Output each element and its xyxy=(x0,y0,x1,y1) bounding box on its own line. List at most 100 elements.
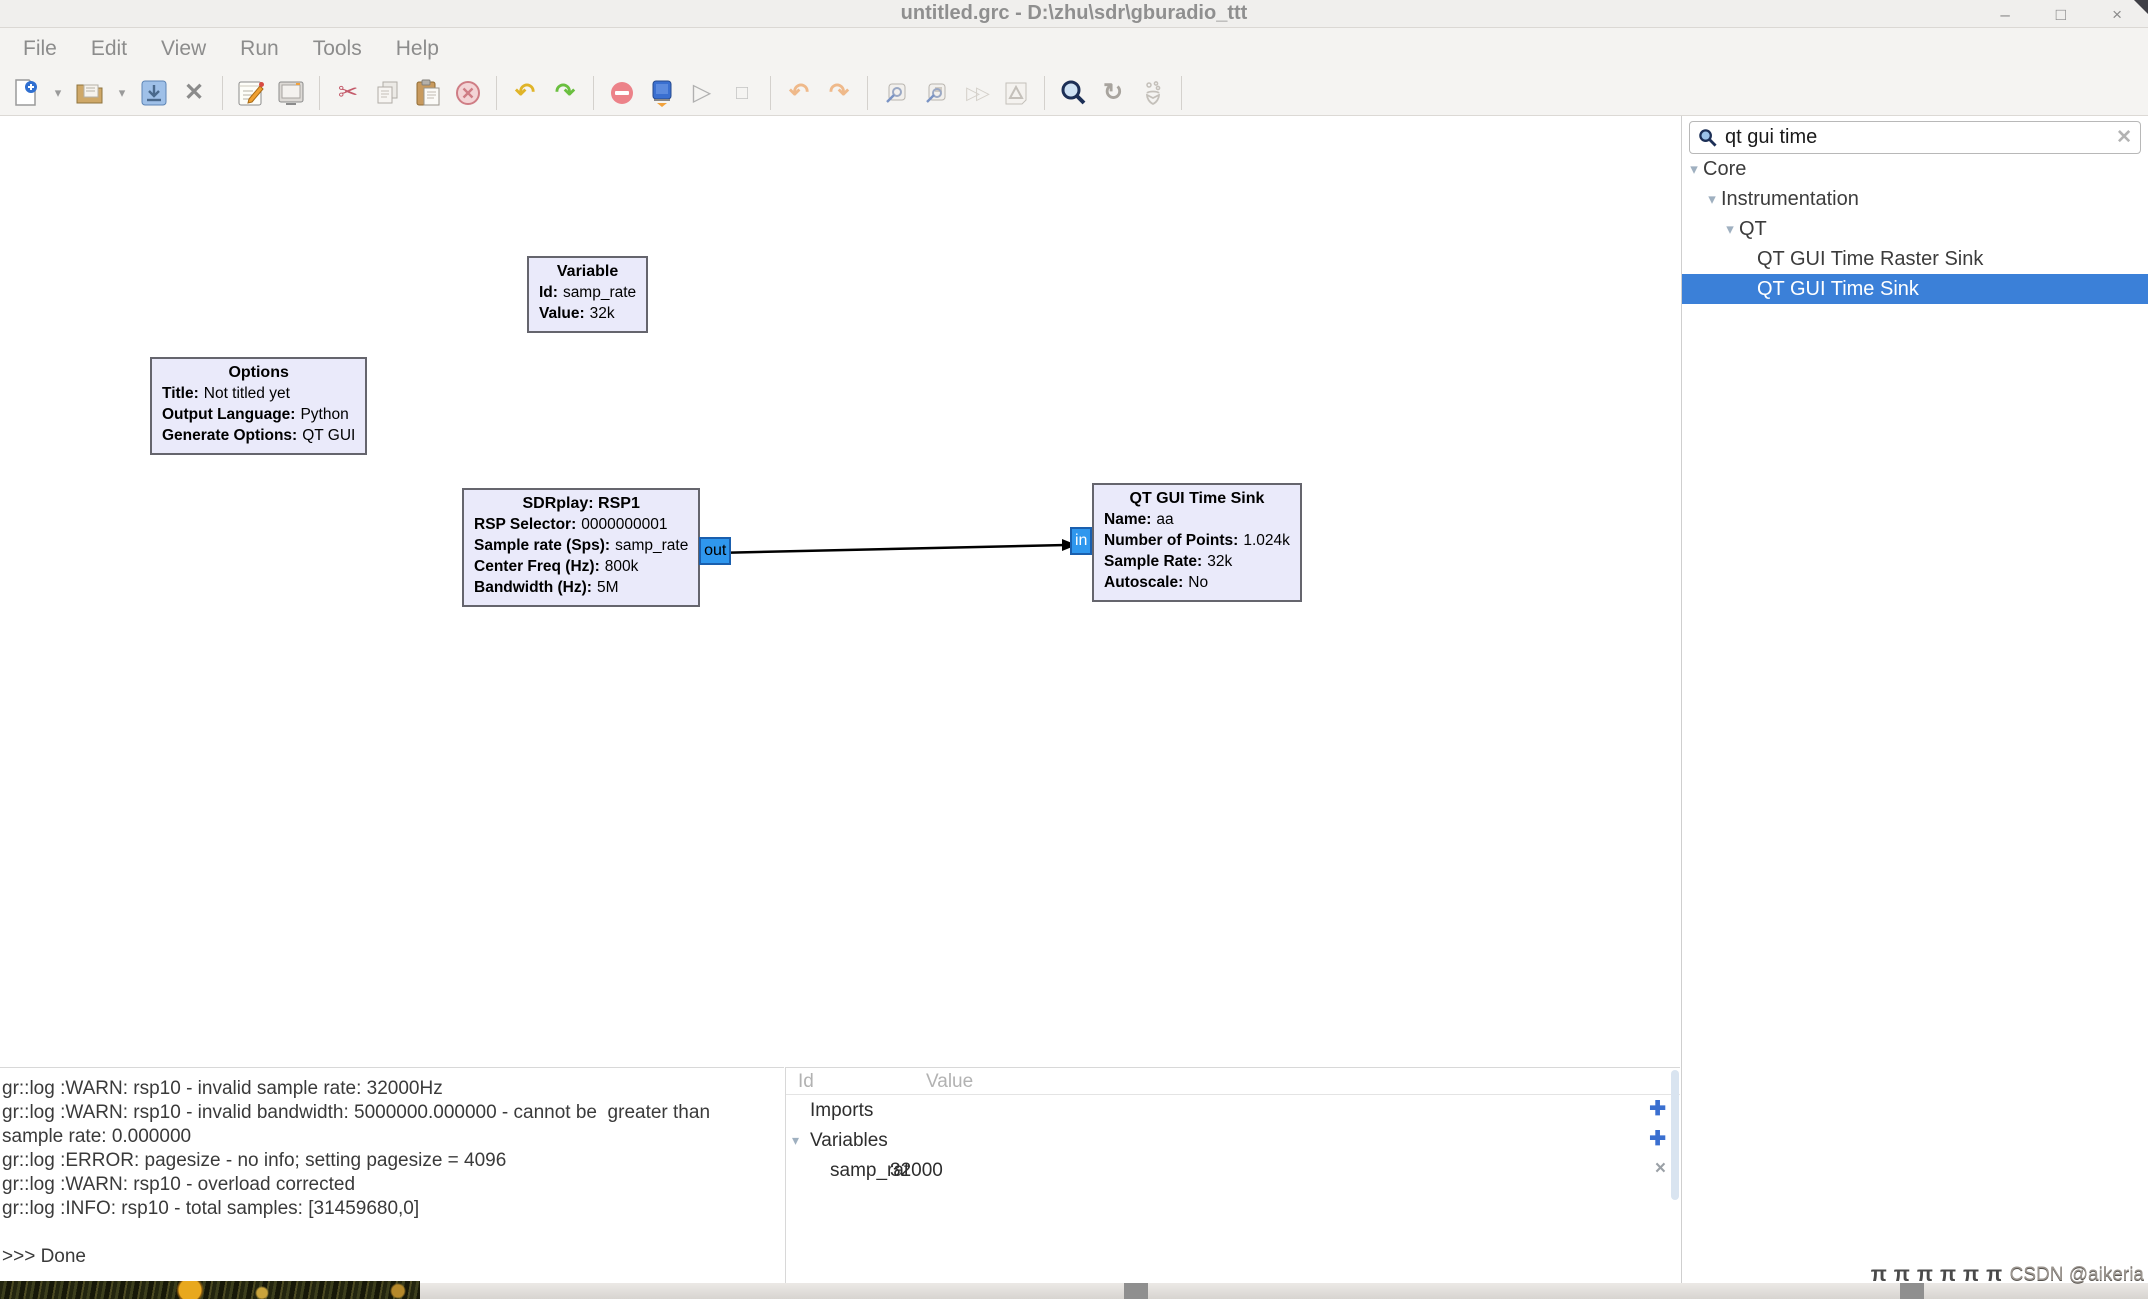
scrollbar-handle[interactable] xyxy=(1124,1283,1148,1299)
tree-item-core[interactable]: ▾ Core xyxy=(1682,154,2148,184)
scrollbar-thumb[interactable] xyxy=(1671,1070,1679,1200)
generate-flowgraph-icon[interactable] xyxy=(644,75,680,111)
out-port[interactable]: out xyxy=(699,537,732,565)
param-value: 5M xyxy=(596,579,619,596)
new-dropdown-icon[interactable]: ▾ xyxy=(54,84,62,100)
find-block-icon[interactable] xyxy=(1055,75,1091,111)
param-label: Bandwidth (Hz): xyxy=(474,579,592,596)
tree-item-qt[interactable]: ▾ QT xyxy=(1682,214,2148,244)
console-panel[interactable]: gr::log :WARN: rsp10 - invalid sample ra… xyxy=(0,1067,784,1283)
caret-down-icon[interactable]: ▾ xyxy=(1708,191,1716,208)
connection-wire[interactable] xyxy=(0,116,1680,1067)
tree-item-qt-gui-time-sink[interactable]: QT GUI Time Sink xyxy=(1682,274,2148,304)
block-param: Center Freq (Hz):800k xyxy=(474,556,688,577)
save-file-icon[interactable] xyxy=(136,75,172,111)
param-value: Not titled yet xyxy=(203,385,290,402)
kill-flowgraph-icon[interactable]: □ xyxy=(735,81,749,104)
close-button[interactable]: × xyxy=(2112,4,2122,24)
variables-row[interactable]: ▾ Variables ✚ xyxy=(786,1125,1680,1155)
console-line: gr::log :WARN: rsp10 - invalid bandwidth… xyxy=(2,1102,711,1123)
report-bug-icon[interactable] xyxy=(1135,75,1171,111)
redo-icon[interactable]: ↷ xyxy=(554,78,576,106)
block-param: Value:32k xyxy=(539,303,636,324)
zoom-out-icon[interactable] xyxy=(918,75,954,111)
caret-down-icon[interactable]: ▾ xyxy=(792,1132,800,1148)
maximize-button[interactable]: □ xyxy=(2055,4,2067,24)
remove-variable-icon[interactable]: × xyxy=(1654,1158,1666,1179)
scrollbar-handle[interactable] xyxy=(1900,1283,1924,1299)
new-file-icon[interactable] xyxy=(8,75,44,111)
console-line: sample rate: 0.000000 xyxy=(2,1126,192,1147)
caret-down-icon[interactable]: ▾ xyxy=(1690,161,1698,178)
variable-block[interactable]: Variable Id:samp_rate Value:32k xyxy=(527,256,649,333)
menu-file[interactable]: File xyxy=(23,37,57,60)
tree-label: QT GUI Time Sink xyxy=(1757,277,1919,300)
flowgraph-properties-icon[interactable] xyxy=(233,75,269,111)
toolbar-separator xyxy=(1181,75,1182,110)
block-title: SDRplay: RSP1 xyxy=(522,495,640,512)
search-input[interactable] xyxy=(1725,126,2117,149)
toolbar-separator xyxy=(1044,75,1045,110)
toolbar: ▾ ▾ ✕ ✂ ↶ ↷ xyxy=(0,70,2148,116)
open-file-icon[interactable] xyxy=(72,75,108,111)
tree-label: QT xyxy=(1739,217,1767,240)
block-param: Bandwidth (Hz):5M xyxy=(474,577,688,598)
screen-capture-icon[interactable] xyxy=(273,75,309,111)
menu-help[interactable]: Help xyxy=(395,37,439,60)
open-dropdown-icon[interactable]: ▾ xyxy=(118,84,126,100)
add-import-icon[interactable]: ✚ xyxy=(1649,1098,1666,1120)
block-warnings-icon[interactable] xyxy=(998,75,1034,111)
block-param: RSP Selector:0000000001 xyxy=(474,514,688,535)
window-controls: – □ × xyxy=(2000,0,2122,28)
sdrplay-rsp1-block[interactable]: SDRplay: RSP1 RSP Selector:0000000001 Sa… xyxy=(462,488,732,607)
clear-search-icon[interactable]: ✕ xyxy=(2116,127,2132,148)
tree-label: QT GUI Time Raster Sink xyxy=(1757,247,1984,270)
param-label: Title: xyxy=(162,385,199,402)
param-label: Value: xyxy=(539,305,585,322)
rotate-cw-icon[interactable]: ↷ xyxy=(828,78,850,106)
toolbar-separator xyxy=(222,75,223,110)
rotate-ccw-icon[interactable]: ↶ xyxy=(788,78,810,106)
param-value: QT GUI xyxy=(302,427,356,444)
block-title: Options xyxy=(228,364,289,381)
add-variable-icon[interactable]: ✚ xyxy=(1649,1128,1666,1150)
reload-blocks-icon[interactable]: ↻ xyxy=(1102,78,1124,106)
bypass-icon[interactable]: ▷▷ xyxy=(966,82,990,103)
close-file-icon[interactable]: ✕ xyxy=(183,78,205,106)
options-block[interactable]: Options Title:Not titled yet Output Lang… xyxy=(150,357,368,455)
tree-item-instrumentation[interactable]: ▾ Instrumentation xyxy=(1682,184,2148,214)
toolbar-separator xyxy=(770,75,771,110)
execute-flowgraph-icon[interactable]: ▷ xyxy=(692,78,712,106)
paste-icon[interactable] xyxy=(410,75,446,111)
title-bar[interactable]: untitled.grc - D:\zhu\sdr\gburadio_ttt –… xyxy=(0,0,2148,28)
qt-gui-time-sink-block[interactable]: QT GUI Time Sink Name:aa Number of Point… xyxy=(1070,483,1302,602)
in-port[interactable]: in xyxy=(1070,527,1093,555)
zoom-in-icon[interactable] xyxy=(878,75,914,111)
errors-icon[interactable] xyxy=(604,75,640,111)
console-line: gr::log :INFO: rsp10 - total samples: [3… xyxy=(2,1198,420,1219)
menu-view[interactable]: View xyxy=(161,37,207,60)
delete-icon[interactable] xyxy=(450,75,486,111)
desktop-wallpaper-fragment xyxy=(0,1281,420,1299)
copy-icon[interactable] xyxy=(370,75,406,111)
param-value: aa xyxy=(1156,511,1174,528)
imports-row[interactable]: Imports ✚ xyxy=(786,1095,1680,1125)
window-title: untitled.grc - D:\zhu\sdr\gburadio_ttt xyxy=(900,2,1248,24)
minimize-button[interactable]: – xyxy=(2000,4,2010,24)
caret-down-icon[interactable]: ▾ xyxy=(1726,221,1734,238)
block-param: Output Language:Python xyxy=(162,404,355,425)
undo-icon[interactable]: ↶ xyxy=(514,78,536,106)
param-label: Number of Points: xyxy=(1104,532,1239,549)
console-line xyxy=(2,1221,780,1245)
block-param: Generate Options:QT GUI xyxy=(162,425,355,446)
menu-bar: File Edit View Run Tools Help xyxy=(0,28,2148,70)
tree-item-qt-gui-time-raster-sink[interactable]: QT GUI Time Raster Sink xyxy=(1682,244,2148,274)
menu-run[interactable]: Run xyxy=(240,37,279,60)
menu-tools[interactable]: Tools xyxy=(312,37,362,60)
cut-icon[interactable]: ✂ xyxy=(337,78,359,106)
row-id: Imports xyxy=(810,1100,874,1121)
menu-edit[interactable]: Edit xyxy=(90,37,128,60)
block-search-box[interactable]: ✕ xyxy=(1689,121,2141,154)
flowgraph-canvas[interactable]: Variable Id:samp_rate Value:32k Options … xyxy=(0,116,1680,1067)
samp-rate-row[interactable]: samp_rat 32000 × xyxy=(786,1155,1680,1185)
